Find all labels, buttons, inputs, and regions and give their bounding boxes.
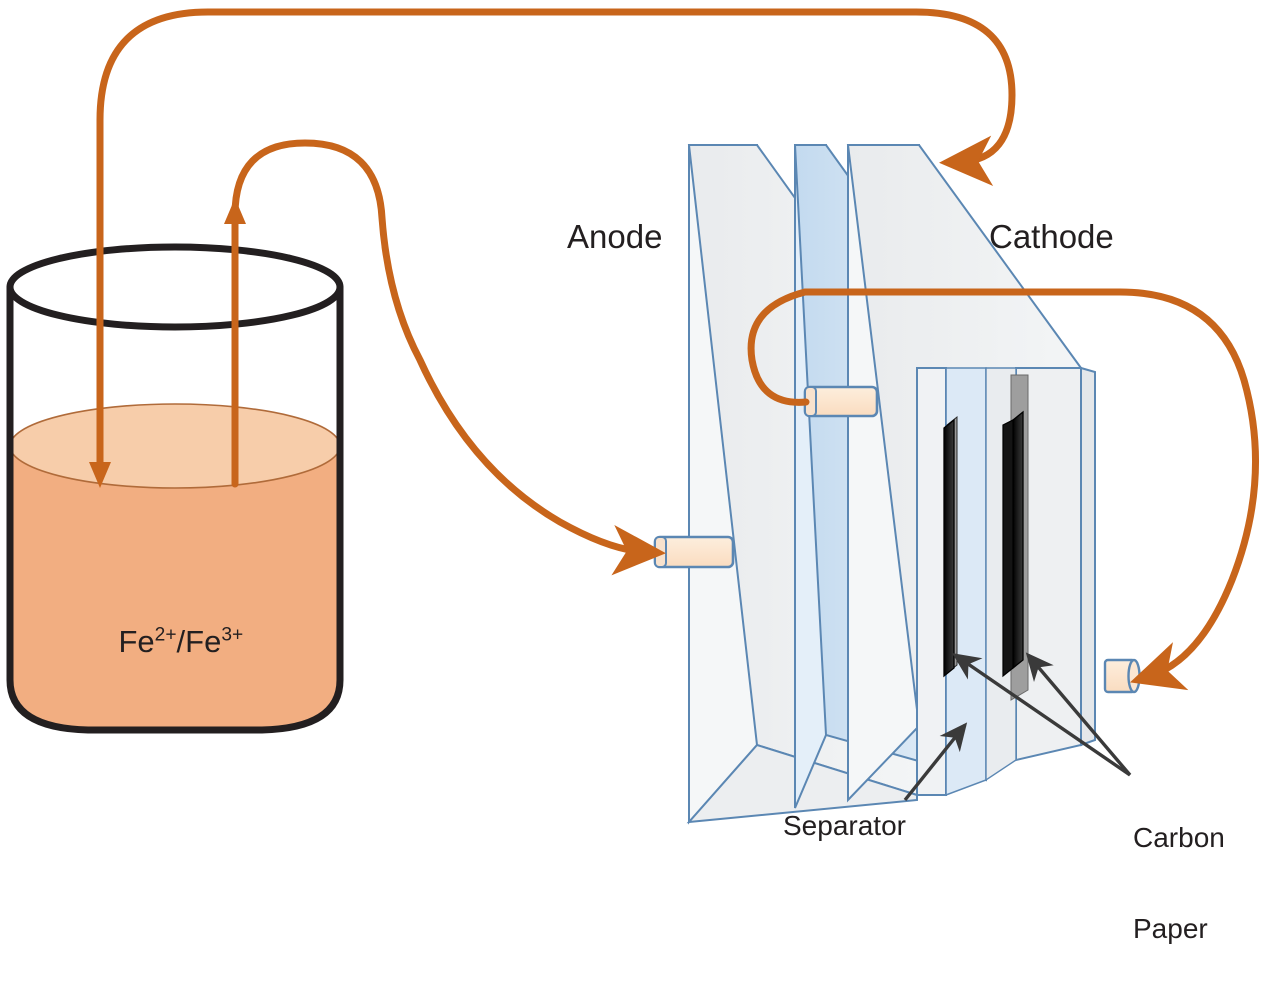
anode-outlet-port[interactable] xyxy=(803,385,879,418)
carbon-paper-leader-arrow-2 xyxy=(1025,652,1132,777)
figure-canvas: Anode Cathode Separator Carbon Paper Fe2… xyxy=(6,8,1260,944)
electrolyte-ion-2-charge: 3+ xyxy=(221,625,244,647)
anode-outlet-tube xyxy=(747,288,1260,691)
reservoir-supply-tube xyxy=(224,139,666,576)
carbon-paper-layer-cathode xyxy=(1002,374,1029,701)
schematic-svg xyxy=(6,8,1260,825)
electrolyte-slash: / xyxy=(176,624,186,660)
electrolyte-label: Fe2+/Fe3+ xyxy=(84,592,243,692)
separator-leader-arrow xyxy=(903,722,968,802)
carbon-paper-label-line1: Carbon xyxy=(1133,822,1225,854)
carbon-paper-leader-arrow-1 xyxy=(952,653,1131,777)
carbon-paper-label-line2: Paper xyxy=(1133,913,1208,945)
electrolyte-ion-1-charge: 2+ xyxy=(154,625,177,647)
anode-label: Anode xyxy=(567,218,663,255)
electrolyte-ion-2: Fe xyxy=(185,624,222,660)
cathode-label: Cathode xyxy=(989,218,1114,255)
electrolyte-ion-1: Fe xyxy=(118,624,155,660)
carbon-paper-layer-anode xyxy=(943,415,958,678)
reservoir-return-tube xyxy=(89,8,1016,488)
cathode-port[interactable] xyxy=(1103,658,1141,694)
anode-inlet-port[interactable] xyxy=(653,535,735,569)
carbon-paper-label: Carbon Paper xyxy=(1133,763,1225,1005)
electrolyte-reservoir xyxy=(6,243,344,734)
separator-label: Separator xyxy=(783,810,906,841)
stack-front-frames xyxy=(916,367,1082,797)
